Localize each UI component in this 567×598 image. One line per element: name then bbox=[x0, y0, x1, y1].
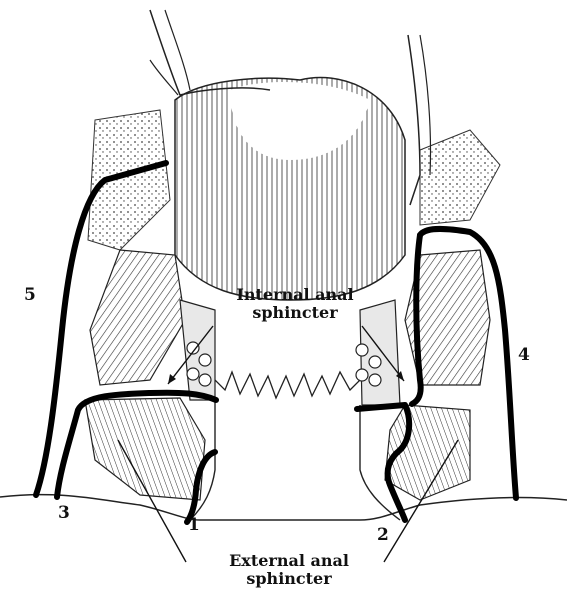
levator-left bbox=[90, 250, 185, 385]
label-5: 5 bbox=[24, 287, 36, 304]
label-external-anal-sphincter: External anal sphincter bbox=[214, 552, 364, 589]
label-3: 3 bbox=[58, 505, 70, 522]
label-internal-anal-sphincter: Internal anal sphincter bbox=[230, 286, 360, 323]
label-2: 2 bbox=[377, 527, 389, 544]
fat-left bbox=[88, 110, 170, 250]
dentate-line bbox=[215, 372, 360, 398]
label-1: 1 bbox=[188, 517, 200, 534]
fat-right bbox=[420, 130, 500, 225]
skin-line bbox=[0, 495, 567, 520]
label-4: 4 bbox=[518, 347, 530, 364]
vessel-right bbox=[408, 35, 420, 205]
external-sphincter-left bbox=[85, 398, 205, 500]
